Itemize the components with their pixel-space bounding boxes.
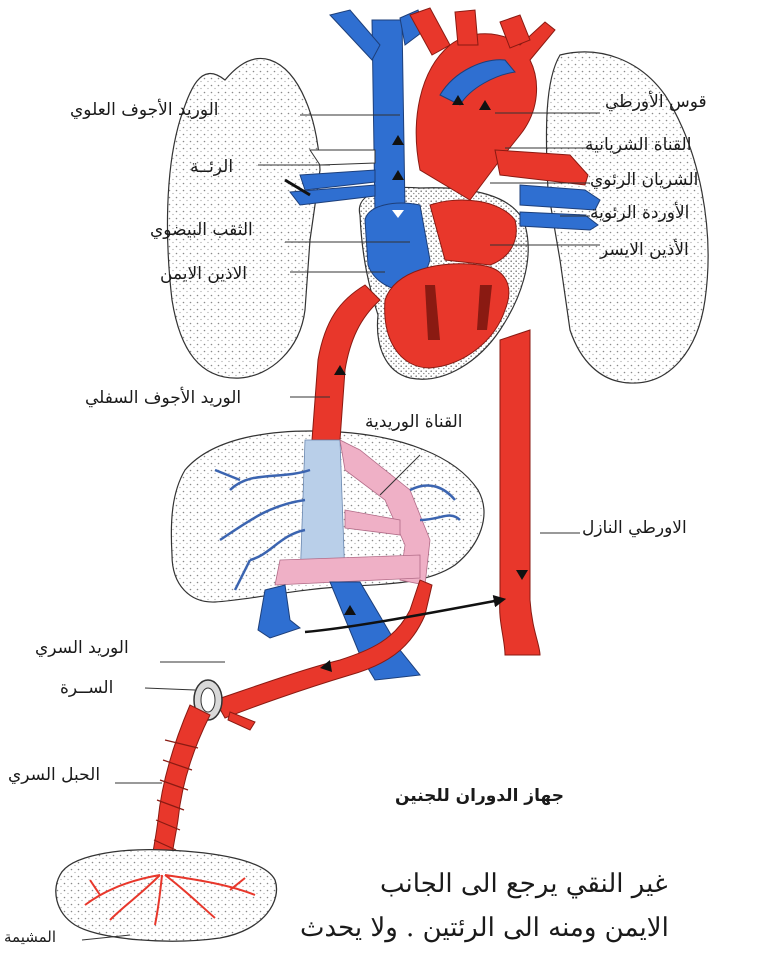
label-superior-vena-cava: الوريد الأجوف العلوي xyxy=(70,100,219,120)
placenta xyxy=(56,850,277,941)
ventricles xyxy=(385,264,509,368)
label-left-atrium: الأذين الايسر xyxy=(600,240,689,260)
body-text-line-1: غير النقي يرجع الى الجانب xyxy=(380,862,668,906)
label-umbilical-cord: الحبل السري xyxy=(8,765,100,785)
label-foramen-ovale: الثقب البيضوي xyxy=(150,220,253,240)
body-text-line-2: الايمن ومنه الى الرئتين . ولا يحدث xyxy=(300,906,669,950)
umbilical-vein xyxy=(215,580,432,718)
label-navel: الســرة xyxy=(60,678,113,698)
label-ductus-arteriosus: القناة الشريانية xyxy=(585,135,691,155)
label-aortic-arch: قوس الأورطي xyxy=(605,92,707,112)
label-placenta: المشيمة xyxy=(4,928,56,946)
diagram-caption: جهاز الدوران للجنين xyxy=(395,786,564,806)
label-right-atrium: الاذين الايمن xyxy=(160,264,247,284)
label-pulmonary-veins: الأوردة الرئوية xyxy=(590,203,689,223)
label-descending-aorta: الاورطي النازل xyxy=(582,518,687,538)
label-lung: الرئــة xyxy=(190,157,233,177)
label-ductus-venosus: القناة الوريدية xyxy=(365,412,463,432)
label-inferior-vena-cava: الوريد الأجوف السفلي xyxy=(85,388,241,408)
label-umbilical-vein: الوريد السري xyxy=(35,638,129,658)
label-pulmonary-artery: الشريان الرئوي xyxy=(590,170,698,190)
descending-aorta xyxy=(500,330,540,655)
